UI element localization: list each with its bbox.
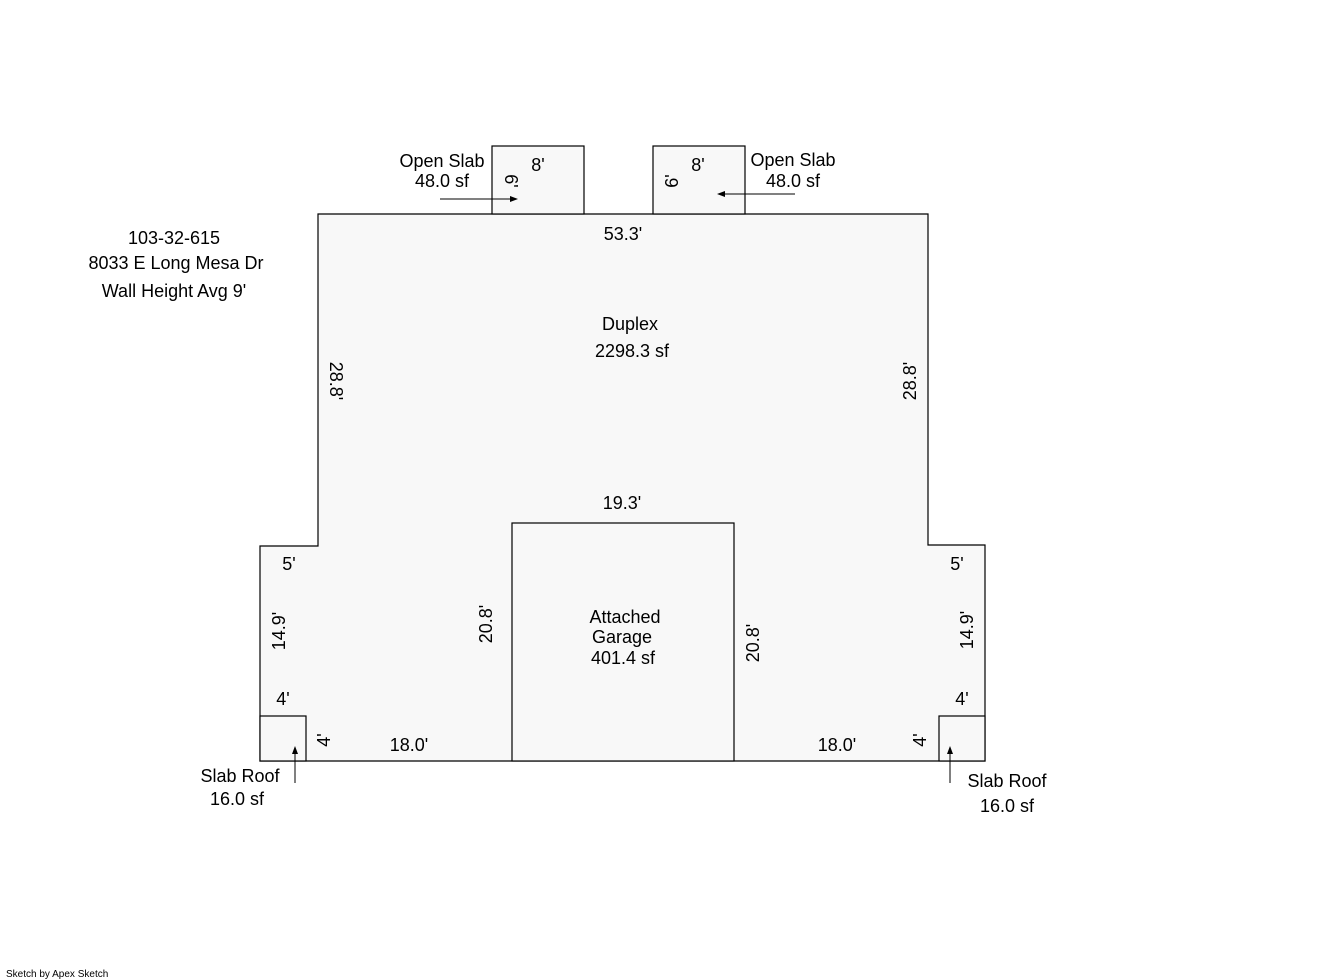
parcel-number: 103-32-615 <box>128 228 220 248</box>
dim-roof-right-depth: 4' <box>910 733 930 746</box>
slab-roof-right-name: Slab Roof <box>967 771 1047 791</box>
dim-slab-right-width: 8' <box>691 155 704 175</box>
dim-left-lower-side: 14.9' <box>269 612 289 650</box>
garage-area: 401.4 sf <box>591 648 656 668</box>
dim-duplex-left: 28.8' <box>326 362 346 400</box>
garage-outline <box>511 522 735 762</box>
property-address: 8033 E Long Mesa Dr <box>88 253 263 273</box>
duplex-name: Duplex <box>602 314 658 334</box>
dim-left-step: 5' <box>282 554 295 574</box>
slab-roof-left-arrow <box>292 746 298 783</box>
dim-right-bottom: 18.0' <box>818 735 856 755</box>
dim-garage-top: 19.3' <box>603 493 641 513</box>
slab-roof-right-arrow <box>947 746 953 783</box>
slab-roof-left-outline <box>259 715 307 762</box>
garage-name-line2: Garage <box>592 627 652 647</box>
dim-right-lower-side: 14.9' <box>957 611 977 649</box>
apex-sketch-credit: Sketch by Apex Sketch <box>6 969 108 980</box>
dim-roof-right-width: 4' <box>955 689 968 709</box>
dim-duplex-top: 53.3' <box>604 224 642 244</box>
open-slab-left-arrow <box>440 196 518 202</box>
open-slab-right-arrow <box>717 191 795 197</box>
dim-left-bottom: 18.0' <box>390 735 428 755</box>
open-slab-left-name: Open Slab <box>399 151 484 171</box>
dim-right-step: 5' <box>950 554 963 574</box>
dim-roof-left-width: 4' <box>276 689 289 709</box>
dim-slab-left-width: 8' <box>531 155 544 175</box>
duplex-area: 2298.3 sf <box>595 341 670 361</box>
dim-roof-left-depth: 4' <box>314 733 334 746</box>
open-slab-right-outline <box>652 145 746 215</box>
slab-roof-left-area: 16.0 sf <box>210 789 265 809</box>
wall-height: Wall Height Avg 9' <box>102 281 247 301</box>
open-slab-left-outline <box>491 145 585 215</box>
dim-duplex-right: 28.8' <box>900 362 920 400</box>
dim-slab-right-depth: 6' <box>662 174 682 187</box>
dim-garage-left: 20.8' <box>476 605 496 643</box>
garage-name-line1: Attached <box>589 607 660 627</box>
slab-roof-right-area: 16.0 sf <box>980 796 1035 816</box>
slab-roof-left-name: Slab Roof <box>200 766 280 786</box>
open-slab-right-area: 48.0 sf <box>766 171 821 191</box>
dim-garage-right: 20.8' <box>743 624 763 662</box>
slab-roof-right-outline <box>938 715 986 762</box>
dim-slab-left-depth: 6' <box>501 174 521 187</box>
open-slab-left-area: 48.0 sf <box>415 171 470 191</box>
open-slab-right-name: Open Slab <box>750 150 835 170</box>
